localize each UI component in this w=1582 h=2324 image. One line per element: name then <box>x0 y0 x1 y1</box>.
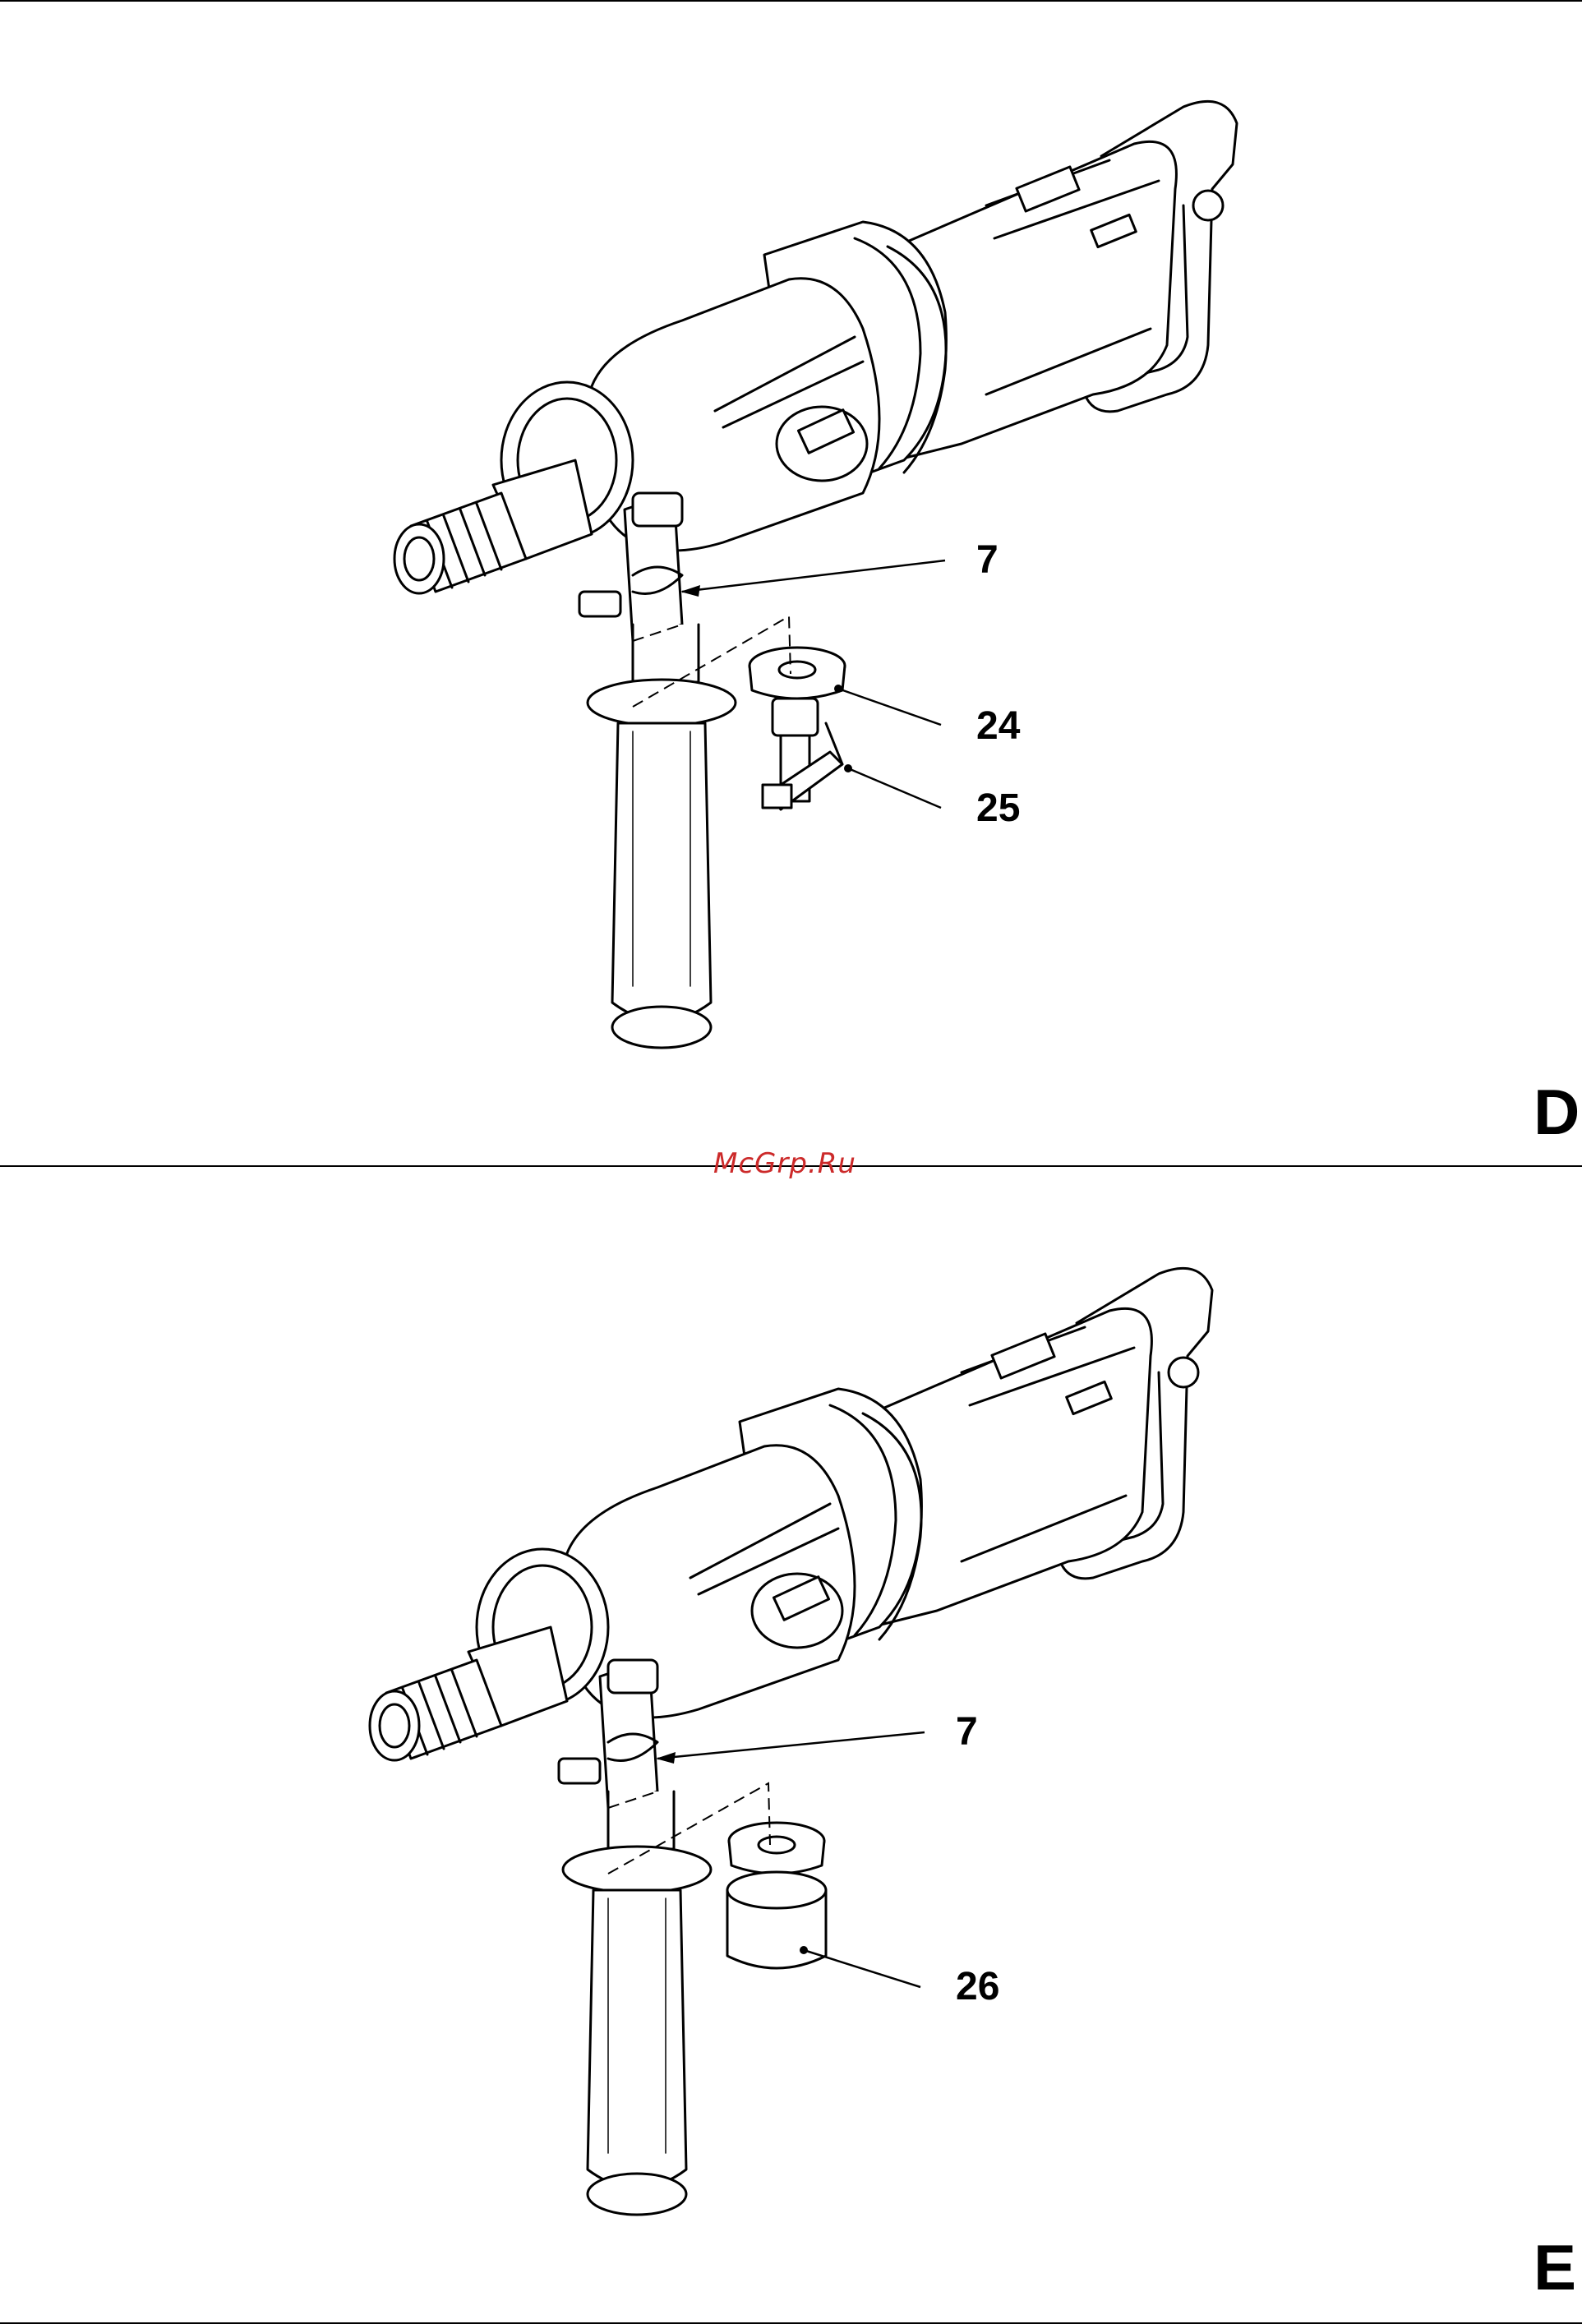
callout-24: 24 <box>976 707 1020 746</box>
figure-d-drawing <box>0 0 1582 1165</box>
callout-7: 7 <box>976 541 999 580</box>
leader-25 <box>848 768 941 808</box>
figure-d: 7 24 25 D <box>0 0 1582 1165</box>
side-handle-guard <box>563 1847 711 1893</box>
handle-button <box>1193 191 1223 220</box>
leader-24 <box>838 689 941 725</box>
side-handle-guard <box>588 680 736 726</box>
side-handle-shaft <box>608 1791 674 1849</box>
handle-button <box>1169 1358 1198 1387</box>
figure-letter: D <box>1534 1080 1580 1144</box>
callout-7: 7 <box>956 1713 978 1752</box>
leader-7 <box>682 560 945 592</box>
leader-26 <box>804 1950 920 1987</box>
leader-7 <box>657 1732 925 1759</box>
clamp-screw <box>559 1759 600 1783</box>
callout-25: 25 <box>976 789 1020 828</box>
side-handle-grip <box>612 723 711 1021</box>
figure-e-drawing <box>0 1167 1582 2324</box>
figure-e: 7 26 E <box>0 1167 1582 2324</box>
callout-26: 26 <box>956 1967 999 2007</box>
clamp-screw <box>579 592 620 616</box>
figure-letter: E <box>1534 2235 1576 2299</box>
side-handle-grip <box>588 1890 686 2188</box>
adapter-26 <box>727 1823 826 1968</box>
